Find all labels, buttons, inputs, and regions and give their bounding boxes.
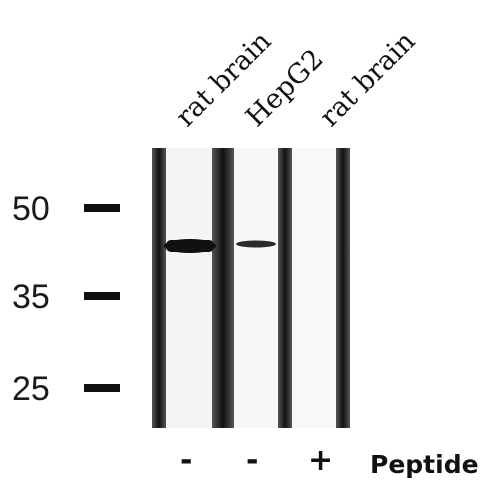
lane-1-body (166, 148, 212, 428)
lane-1 (152, 148, 234, 428)
peptide-sign-lane-3: + (308, 443, 334, 478)
marker-tick-50 (84, 204, 120, 212)
lane-2-body (234, 148, 278, 428)
peptide-sign-lane-2: - (246, 443, 259, 478)
marker-tick-35 (84, 292, 120, 300)
lane-3-right-edge (336, 148, 350, 428)
lane-3 (292, 148, 350, 428)
band-lane-1-core (166, 240, 214, 252)
lane-1-right-edge (212, 148, 234, 428)
marker-label-35: 35 (12, 278, 50, 316)
peptide-label: Peptide (370, 450, 479, 479)
marker-label-50: 50 (12, 190, 50, 228)
marker-tick-25 (84, 384, 120, 392)
lane-2 (234, 148, 292, 428)
lane-2-right-edge (278, 148, 292, 428)
lane-3-body (292, 148, 336, 428)
peptide-sign-lane-1: - (180, 443, 193, 478)
marker-label-25: 25 (12, 370, 50, 408)
band-lane-2 (236, 240, 276, 248)
lane-1-left-edge (152, 148, 166, 428)
